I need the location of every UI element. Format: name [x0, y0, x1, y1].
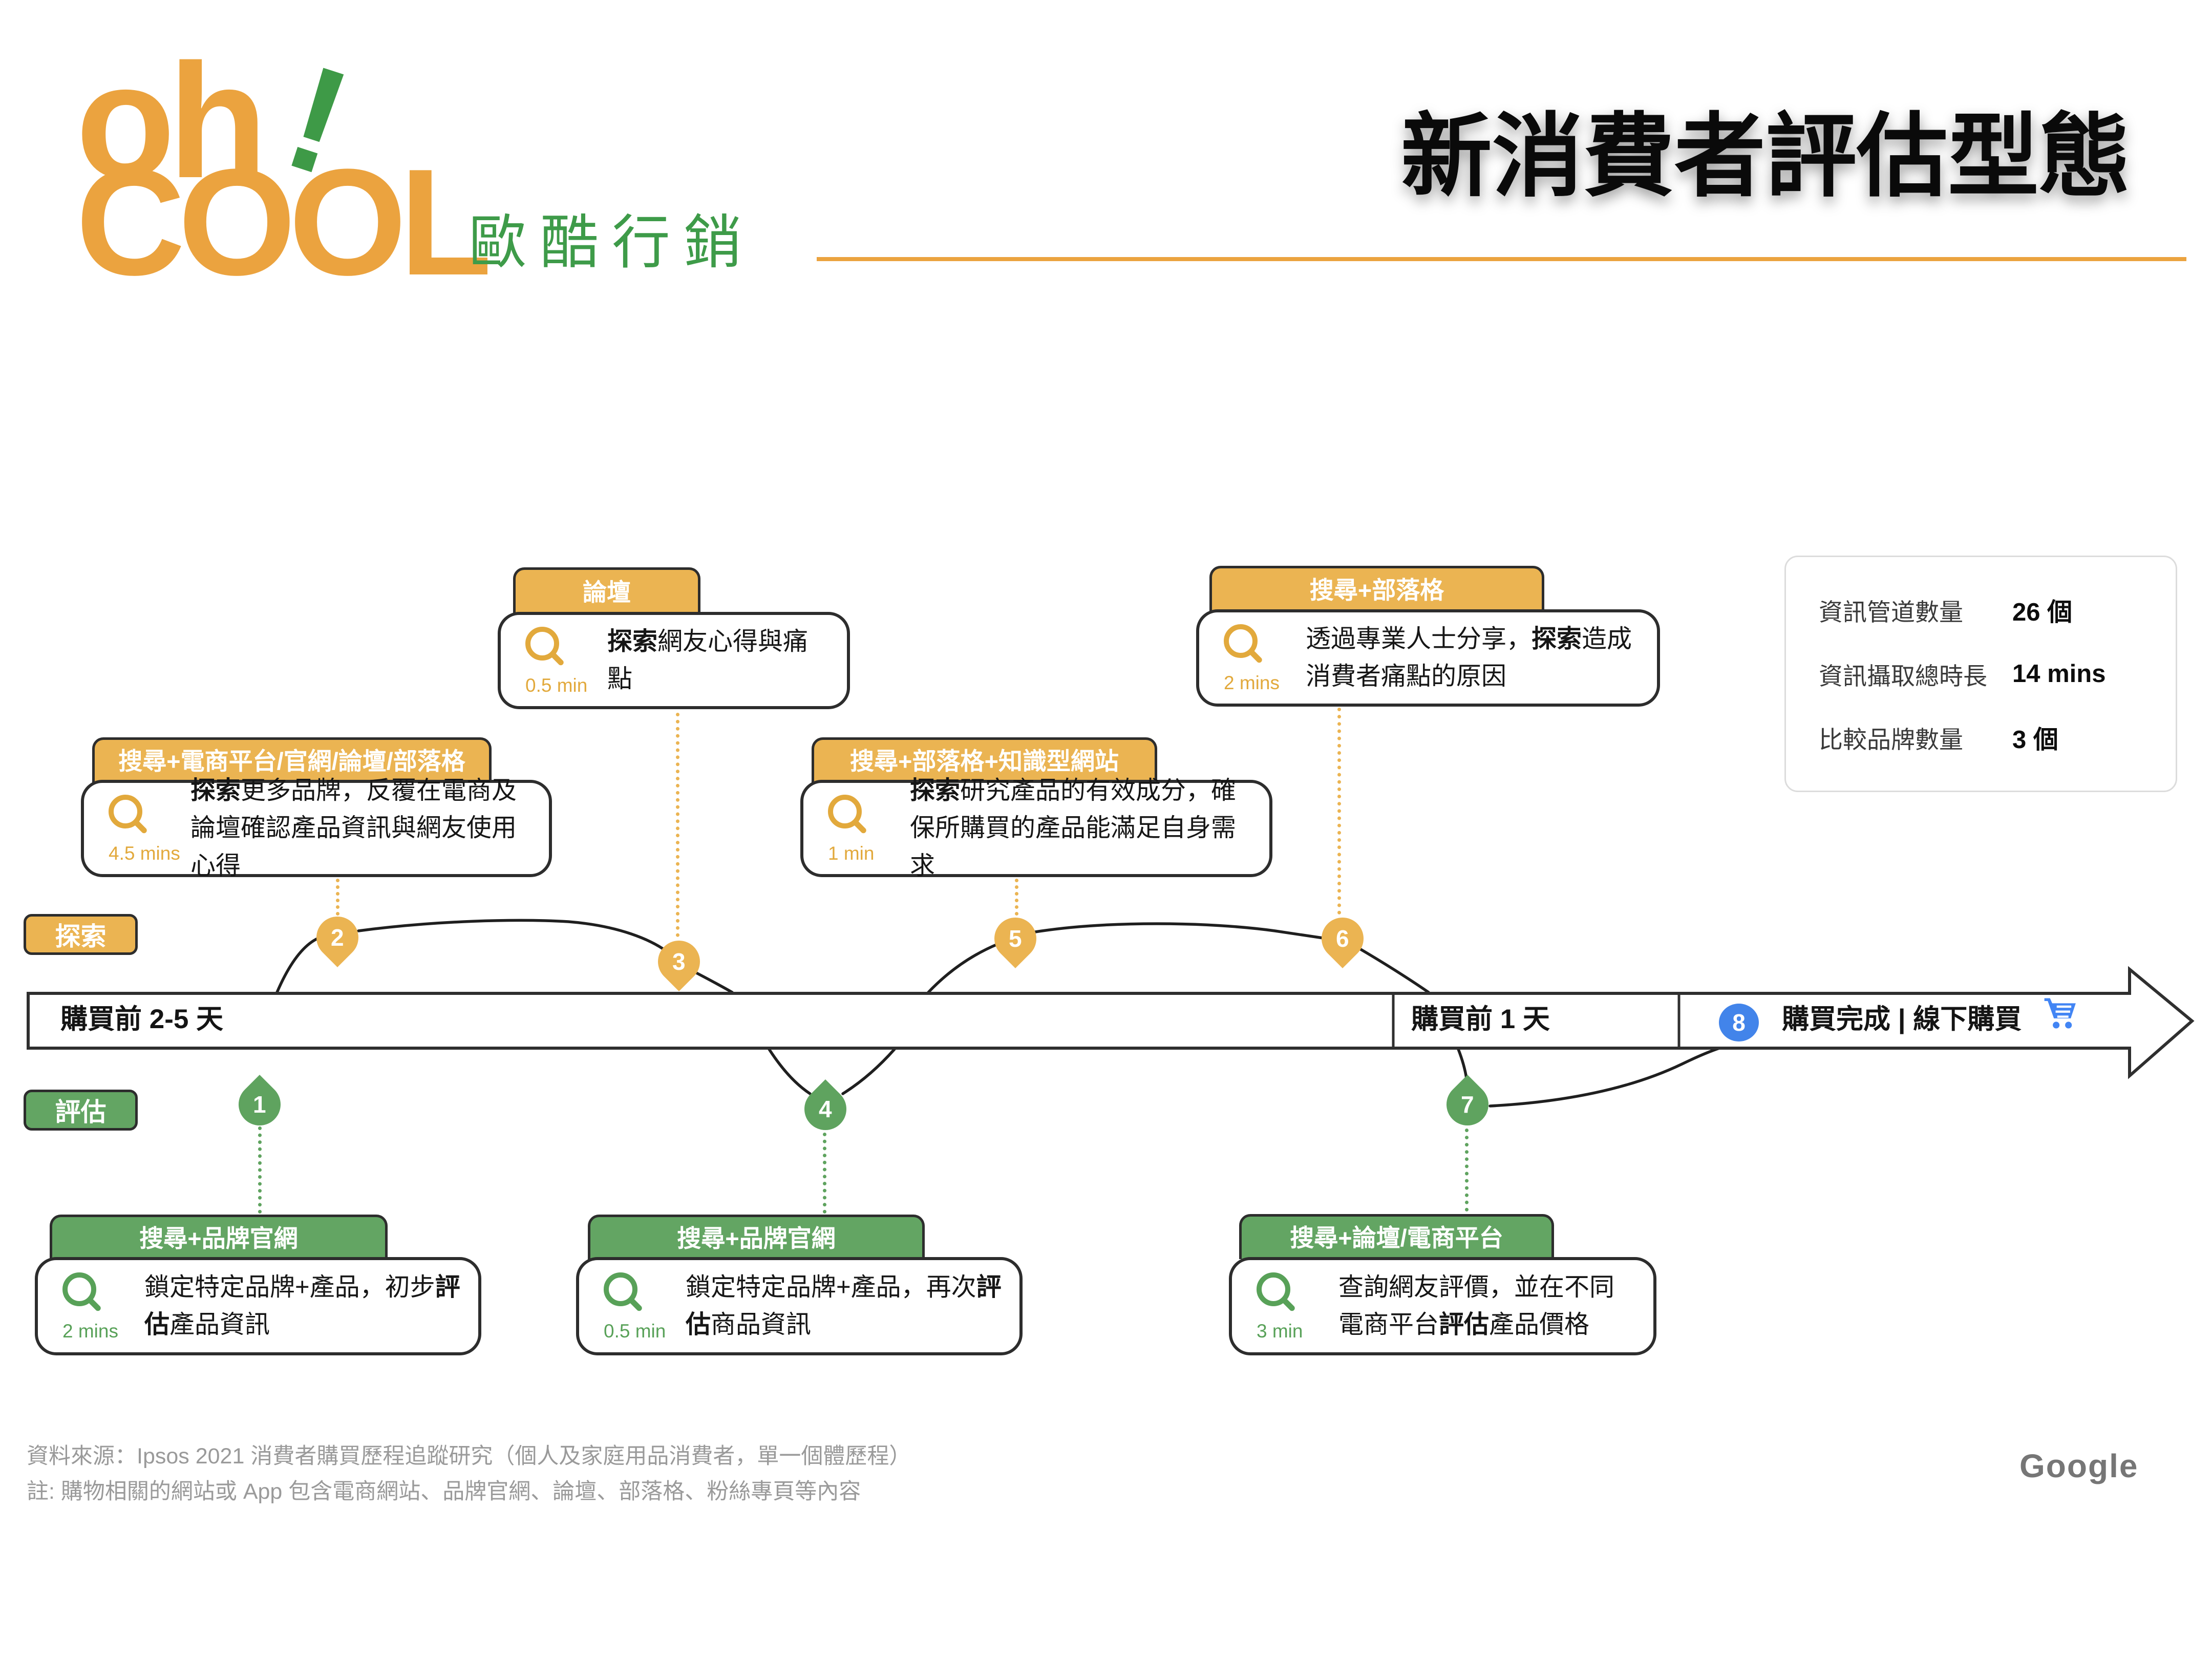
marker-8: 8 — [1719, 1004, 1759, 1041]
callout-blog: 2 mins 透過專業人士分享，探索造成消費者痛點的原因 — [1196, 609, 1660, 707]
page-title: 新消費者評估型態 — [1401, 105, 2130, 207]
callout-ecom-tab: 搜尋+電商平台/官網/論壇/部落格 — [92, 737, 492, 782]
callout-brand1-tab: 搜尋+品牌官網 — [50, 1215, 388, 1260]
callout-ecom: 4.5 mins 探索更多品牌，反覆在電商及論壇確認產品資訊與網友使用心得 — [81, 777, 552, 880]
search-icon — [62, 1272, 96, 1306]
callout-blog-time: 2 mins — [1224, 672, 1280, 693]
logo-subtitle: 歐酷行銷 — [469, 210, 756, 275]
phase-tag-evaluate: 評估 — [24, 1090, 138, 1131]
callout-forum-time: 0.5 min — [525, 674, 588, 696]
connector-4-g2 — [823, 1133, 826, 1214]
callout-brand2-text: 鎖定特定品牌+產品，再次評估商品資訊 — [686, 1273, 1002, 1339]
stat-row-brands: 比較品牌數量 3 個 — [1819, 726, 2058, 754]
callout-brand2: 0.5 min 鎖定特定品牌+產品，再次評估商品資訊 — [576, 1257, 1023, 1355]
google-logo: Google — [2019, 1448, 2139, 1484]
timeline-segment-1: 購買前 2-5 天 — [60, 1004, 224, 1034]
callout-blog-tab: 搜尋+部落格 — [1209, 566, 1544, 612]
callout-knowledge: 1 min 探索研究產品的有效成分，確保所購買的產品能滿足自身需求 — [800, 777, 1272, 880]
callout-knowledge-text: 探索研究產品的有效成分，確保所購買的產品能滿足自身需求 — [910, 776, 1237, 880]
search-icon — [1224, 624, 1258, 658]
search-icon — [604, 1272, 637, 1306]
callout-knowledge-tab: 搜尋+部落格+知識型網站 — [812, 737, 1157, 782]
callout-forum: 0.5 min 探索網友心得與痛點 — [498, 612, 850, 709]
cart-icon — [2044, 998, 2076, 1029]
callout-compare-text: 查詢網友評價，並在不同電商平台評估產品價格 — [1338, 1273, 1615, 1339]
callout-brand2-tab: 搜尋+品牌官網 — [588, 1215, 925, 1260]
stat-row-channels: 資訊管道數量 26 個 — [1819, 599, 2073, 626]
callout-compare-tab: 搜尋+論壇/電商平台 — [1239, 1214, 1554, 1259]
phase-tag-explore: 探索 — [24, 914, 138, 955]
search-icon — [525, 626, 559, 661]
connector-7-g3 — [1465, 1129, 1469, 1211]
header-divider — [817, 257, 2186, 261]
search-icon — [109, 794, 142, 828]
callout-blog-text: 透過專業人士分享，探索造成消費者痛點的原因 — [1306, 625, 1632, 691]
connector-1-g1 — [258, 1126, 262, 1214]
callout-forum-text: 探索網友心得與痛點 — [607, 627, 809, 693]
connector-d-6 — [1337, 708, 1341, 914]
connector-c-5 — [1015, 879, 1018, 916]
search-icon — [828, 794, 862, 828]
callout-ecom-time: 4.5 mins — [109, 842, 180, 864]
callout-compare: 3 min 查詢網友評價，並在不同電商平台評估產品價格 — [1229, 1257, 1656, 1355]
logo-oh: oh — [76, 30, 267, 212]
callout-knowledge-time: 1 min — [828, 842, 875, 864]
callout-brand1-text: 鎖定特定品牌+產品，初步評估產品資訊 — [144, 1273, 460, 1339]
logo-cool: COOL — [76, 137, 492, 307]
timeline-segment-2: 購買前 1 天 — [1411, 1004, 1550, 1034]
connector-b-2 — [336, 879, 339, 916]
source-line-2: 註: 購物相關的網站或 App 包含電商網站、品牌官網、論壇、部落格、粉絲專頁等… — [27, 1479, 861, 1504]
callout-brand1-time: 2 mins — [62, 1320, 118, 1342]
callout-forum-tab: 論壇 — [513, 567, 700, 614]
stat-row-duration: 資訊攝取總時長 14 mins — [1819, 660, 2106, 690]
search-icon — [1257, 1272, 1290, 1306]
source-note: 資料來源：Ipsos 2021 消費者購買歷程追蹤研究（個人及家庭用品消費者，單… — [27, 1439, 911, 1509]
source-line-1: 資料來源：Ipsos 2021 消費者購買歷程追蹤研究（個人及家庭用品消費者，單… — [27, 1444, 911, 1469]
callout-brand1: 2 mins 鎖定特定品牌+產品，初步評估產品資訊 — [35, 1257, 481, 1355]
callout-compare-time: 3 min — [1257, 1320, 1303, 1342]
timeline-final-label: 購買完成 | 線下購買 — [1782, 1004, 2022, 1034]
stats-panel: 資訊管道數量 26 個 資訊攝取總時長 14 mins 比較品牌數量 3 個 — [1784, 556, 2177, 792]
callout-brand2-time: 0.5 min — [604, 1320, 666, 1342]
callout-ecom-text: 探索更多品牌，反覆在電商及論壇確認產品資訊與網友使用心得 — [190, 776, 517, 880]
connector-a-3 — [676, 713, 679, 937]
